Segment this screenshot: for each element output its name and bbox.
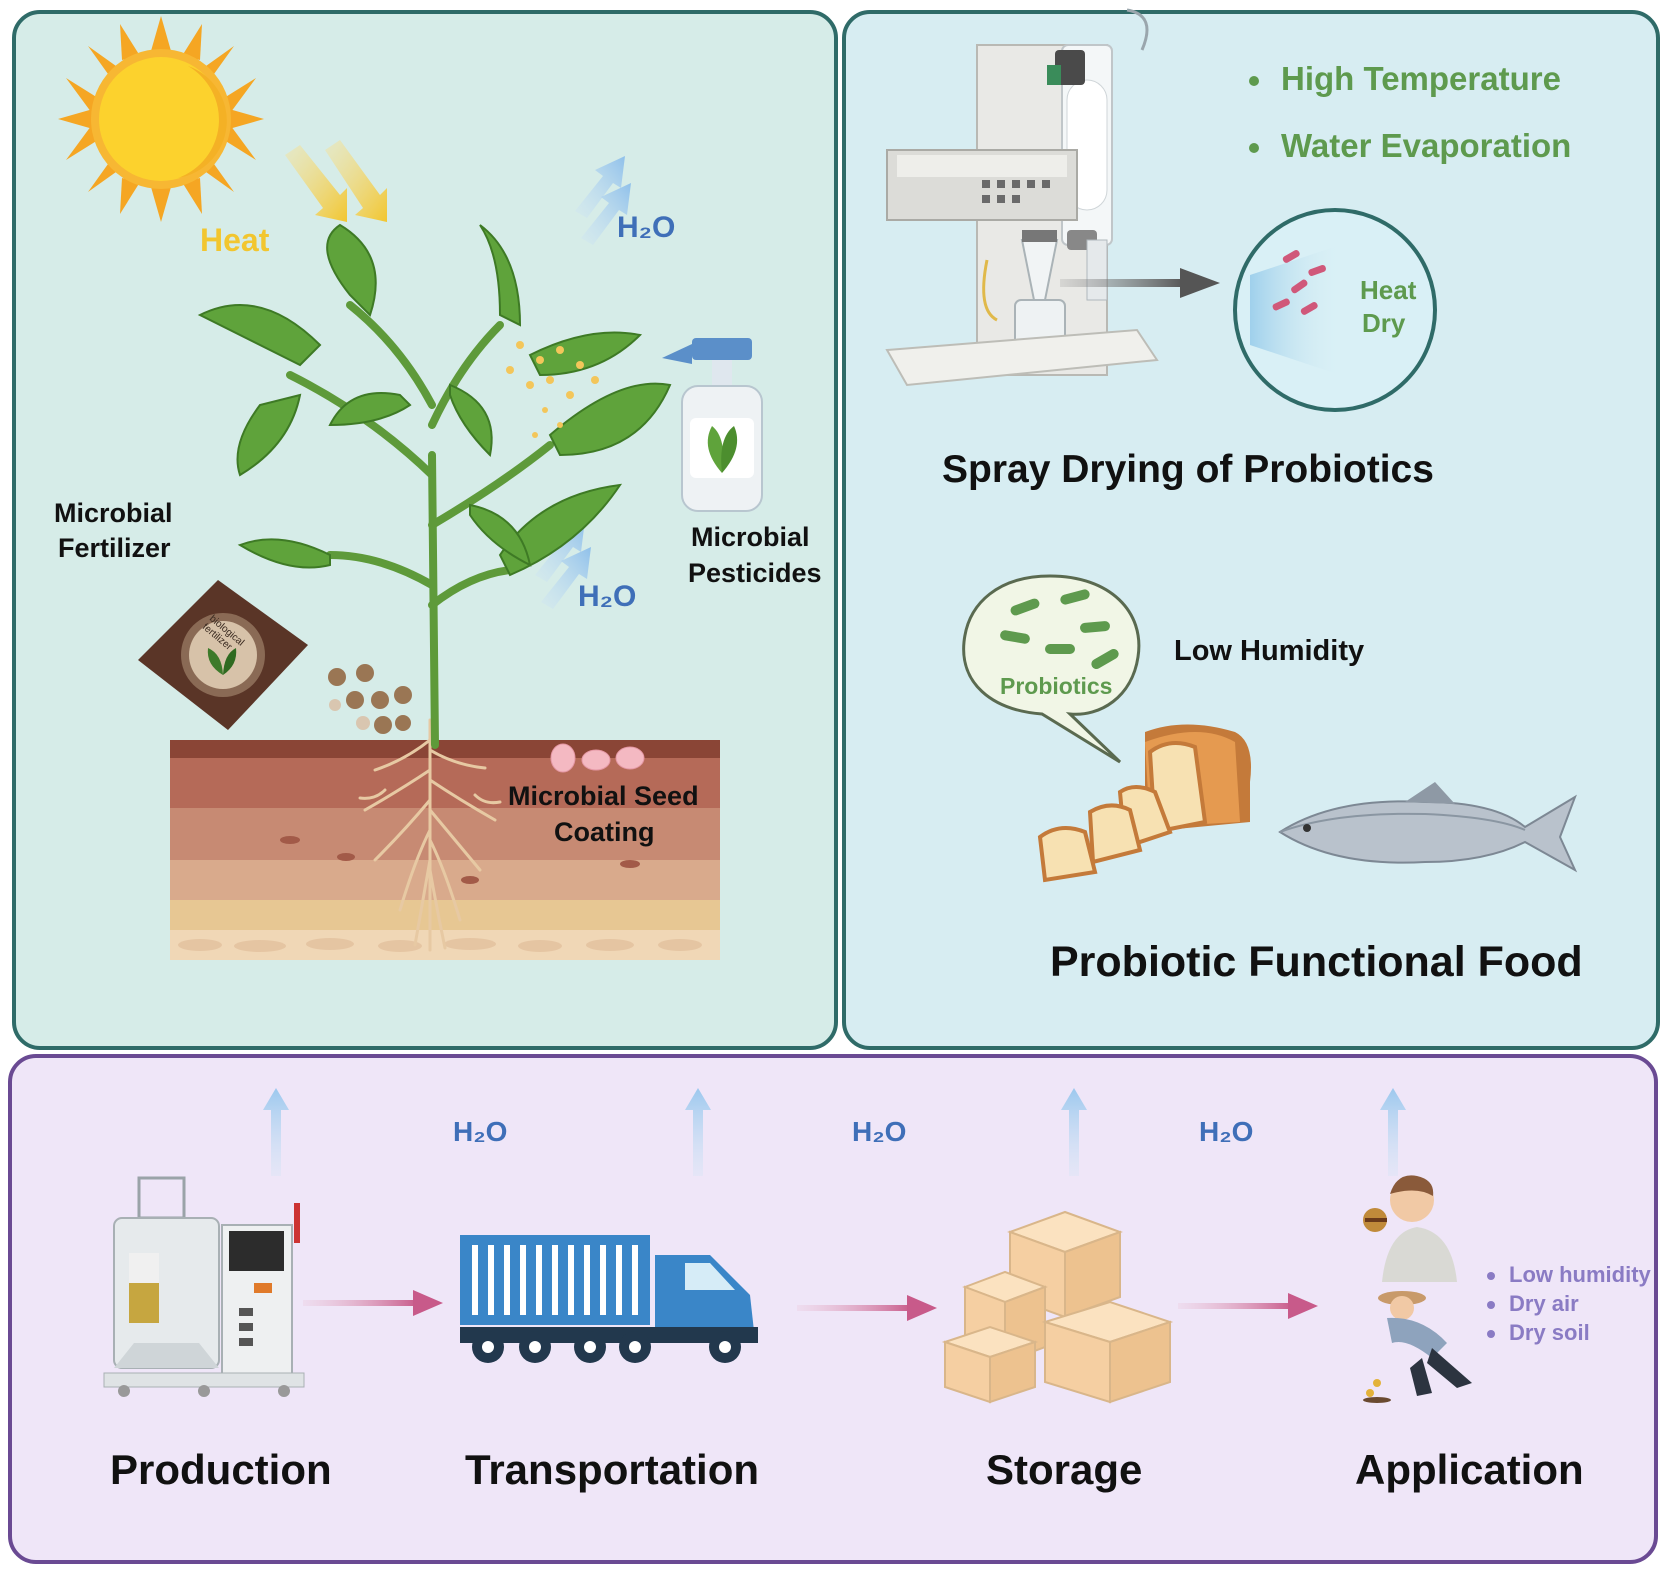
h2o-label-chain-1: H₂O <box>453 1116 508 1147</box>
boxes-icon <box>941 1210 1174 1404</box>
bullet-dot <box>1249 143 1259 154</box>
h2o-label-chain-3: H₂O <box>1199 1116 1254 1147</box>
inset-arrow-icon <box>1060 268 1220 298</box>
bread-icon <box>1037 724 1251 883</box>
stage-storage: Storage <box>986 1446 1143 1493</box>
inset-heat-label: Heat <box>1360 275 1417 305</box>
flow-arrow-icon-1 <box>303 1290 443 1316</box>
low-humidity-label: Low Humidity <box>1174 635 1365 667</box>
bullet-dot <box>1249 76 1259 87</box>
seed-coating-label-line1: Microbial Seed <box>508 781 699 811</box>
condition-item: Dry air <box>1487 1289 1651 1318</box>
h2o-label-mid: H₂O <box>578 580 637 613</box>
heat-label: Heat <box>200 222 270 258</box>
up-arrow-icon-3 <box>1061 1088 1087 1176</box>
seeds-icon <box>550 743 645 773</box>
spray-dryer-icon <box>885 8 1159 387</box>
pesticides-label-line2: Pesticides <box>688 558 822 588</box>
bullet-water-evaporation: Water Evaporation <box>1249 127 1571 165</box>
bullet-dot <box>1487 1272 1495 1281</box>
spray-drying-title: Spray Drying of Probiotics <box>942 448 1434 491</box>
fertilizer-bag-icon <box>138 580 308 730</box>
heat-arrows-icon <box>285 140 387 222</box>
person-eating-icon <box>1363 1175 1457 1282</box>
flow-arrow-icon-2 <box>797 1295 937 1321</box>
up-arrow-icon <box>263 1088 289 1176</box>
pesticides-label-line1: Microbial <box>691 522 810 552</box>
truck-icon <box>460 1235 758 1363</box>
sun-icon <box>58 16 264 222</box>
condition-item: Low humidity <box>1487 1260 1651 1289</box>
farmer-icon <box>1363 1291 1472 1403</box>
up-arrow-icon-2 <box>685 1088 711 1176</box>
spray-bottle-icon <box>662 338 763 512</box>
seed-coating-label-line2: Coating <box>554 817 655 847</box>
stage-production: Production <box>110 1446 332 1493</box>
probiotics-label: Probiotics <box>1000 673 1113 699</box>
granules-icon <box>328 664 412 734</box>
h2o-label-top: H₂O <box>617 211 676 244</box>
soil-layers-icon <box>170 740 720 960</box>
bullet-dot <box>1487 1330 1495 1339</box>
plant-icon <box>197 223 672 749</box>
vapor-arrows-icon <box>575 156 631 245</box>
up-arrow-icon-4 <box>1380 1088 1406 1176</box>
condition-item: Dry soil <box>1487 1318 1651 1347</box>
bullet-high-temperature: High Temperature <box>1249 60 1561 98</box>
inset-dry-label: Dry <box>1362 308 1406 338</box>
fish-icon <box>1278 782 1578 873</box>
h2o-label-chain-2: H₂O <box>852 1116 907 1147</box>
conditions-list: Low humidity Dry air Dry soil <box>1487 1260 1651 1347</box>
bullet-dot <box>1487 1301 1495 1310</box>
functional-food-title: Probiotic Functional Food <box>1050 938 1583 986</box>
flow-arrow-icon-3 <box>1178 1293 1318 1319</box>
stage-application: Application <box>1355 1446 1584 1493</box>
roots-icon <box>358 718 502 952</box>
fermenter-icon <box>103 1176 305 1397</box>
stage-transportation: Transportation <box>465 1446 760 1493</box>
probiotics-bubble-icon <box>962 574 1141 764</box>
fertilizer-label-line1: Microbial <box>54 498 173 528</box>
heat-dry-inset-icon <box>1233 208 1437 412</box>
fertilizer-label-line2: Fertilizer <box>58 533 171 563</box>
